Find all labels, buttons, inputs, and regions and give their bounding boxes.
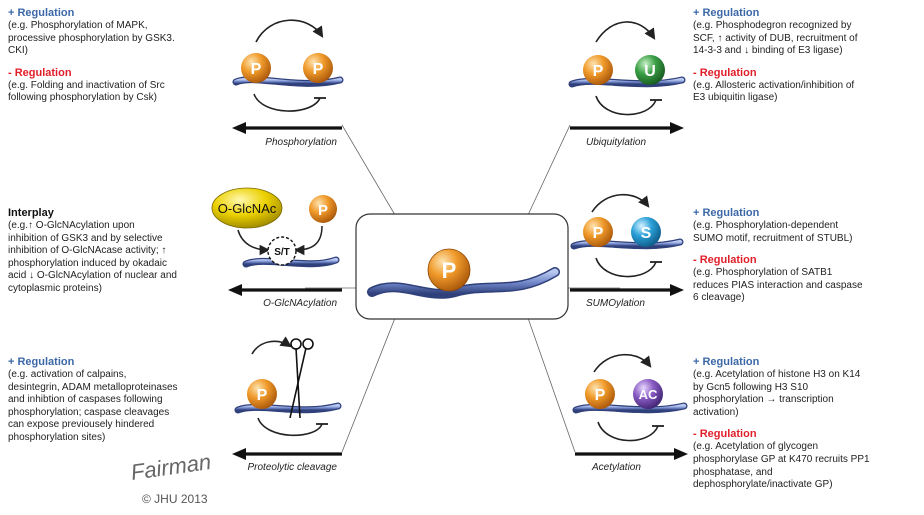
phos-plus-text: (e.g. Phosphorylation of MAPK, processiv… <box>8 20 175 57</box>
phos-badge-2: P <box>313 61 324 78</box>
ubiquitylation-icon: P U <box>568 21 686 116</box>
glcnac-badge: O-GlcNAc <box>218 201 277 216</box>
label-acetylation: Acetylation <box>591 462 641 473</box>
phosphorylation-icon: P P <box>232 19 344 112</box>
sumo-minus-heading: - Regulation <box>693 254 757 267</box>
glc-interplay-heading: Interplay <box>8 207 54 219</box>
ubi-minus-heading: - Regulation <box>693 66 757 79</box>
sumo-badge-p: P <box>593 225 604 242</box>
o-glcnacylation-text-block: Interplay (e.g.↑ O-GlcNAcylation upon in… <box>8 206 233 296</box>
artist-signature: Fairman <box>129 449 212 485</box>
sumo-plus-heading: + Regulation <box>693 207 760 219</box>
proteolytic-cleavage-text-block: + Regulation (e.g. activation of calpain… <box>8 355 233 445</box>
ubiquitylation-text-block: + Regulation (e.g. Phosphodegron recogni… <box>693 6 921 105</box>
acet-plus-heading: + Regulation <box>693 356 760 368</box>
acet-badge-p: P <box>595 387 606 404</box>
acet-minus-heading: - Regulation <box>693 428 757 441</box>
prot-plus-heading: + Regulation <box>8 356 75 368</box>
sumoylation-icon: P S <box>570 193 684 278</box>
glc-interplay-text: (e.g.↑ O-GlcNAcylation upon inhibition o… <box>8 220 177 294</box>
phos-minus-text: (e.g. Folding and inactivation of Src fo… <box>8 79 165 104</box>
acetylation-text-block: + Regulation (e.g. Acetylation of histon… <box>693 355 921 492</box>
modification-labels: Phosphorylation O-GlcNAcylation Proteoly… <box>248 137 647 473</box>
glc-badge-p: P <box>318 202 328 219</box>
ubi-badge-p: P <box>593 63 604 80</box>
sumo-minus-text: (e.g. Phosphorylation of SATB1 reduces P… <box>693 267 863 304</box>
proteolytic-cleavage-icon: P <box>234 336 342 437</box>
ubi-plus-text: (e.g. Phosphodegron recognized by SCF, ↑… <box>693 20 858 57</box>
direction-arrows <box>228 122 688 460</box>
label-phosphorylation: Phosphorylation <box>265 137 337 148</box>
ubi-badge-u: U <box>644 63 656 80</box>
glc-badge-st: S/T <box>274 247 290 258</box>
sumo-plus-text: (e.g. Phosphorylation-dependent SUMO mot… <box>693 220 853 244</box>
prot-badge-p: P <box>257 387 268 404</box>
acet-badge-ac: AC <box>639 387 658 402</box>
central-phospho-protein: P <box>355 213 569 320</box>
label-proteolytic-cleavage: Proteolytic cleavage <box>248 462 338 473</box>
phos-plus-heading: + Regulation <box>8 7 75 19</box>
sumo-badge-s: S <box>641 225 652 242</box>
label-sumoylation: SUMOylation <box>586 298 645 309</box>
phos-minus-heading: - Regulation <box>8 66 72 79</box>
connector-lines <box>305 124 620 453</box>
acetylation-icon: P AC <box>572 353 688 442</box>
phos-badge-1: P <box>251 61 262 78</box>
acet-minus-text: (e.g. Acetylation of glycogen phosphoryl… <box>693 441 870 491</box>
ubi-minus-text: (e.g. Allosteric activation/inhibition o… <box>693 79 855 104</box>
sumoylation-text-block: + Regulation (e.g. Phosphorylation-depen… <box>693 206 921 305</box>
o-glcnacylation-icon: O-GlcNAc P S/T <box>211 187 340 268</box>
copyright-credit: © JHU 2013 <box>142 492 208 506</box>
label-ubiquitylation: Ubiquitylation <box>586 137 646 148</box>
scissors-icon <box>289 338 314 419</box>
acet-plus-text: (e.g. Acetylation of histone H3 on K14 b… <box>693 369 861 418</box>
phosphorylation-text-block: + Regulation (e.g. Phosphorylation of MA… <box>8 6 233 105</box>
center-p-badge: P <box>442 258 457 283</box>
label-o-glcnacylation: O-GlcNAcylation <box>263 298 337 309</box>
signature-text: Fairman <box>129 449 212 485</box>
ubi-plus-heading: + Regulation <box>693 7 760 19</box>
prot-plus-text: (e.g. activation of calpains, desintegri… <box>8 369 178 443</box>
